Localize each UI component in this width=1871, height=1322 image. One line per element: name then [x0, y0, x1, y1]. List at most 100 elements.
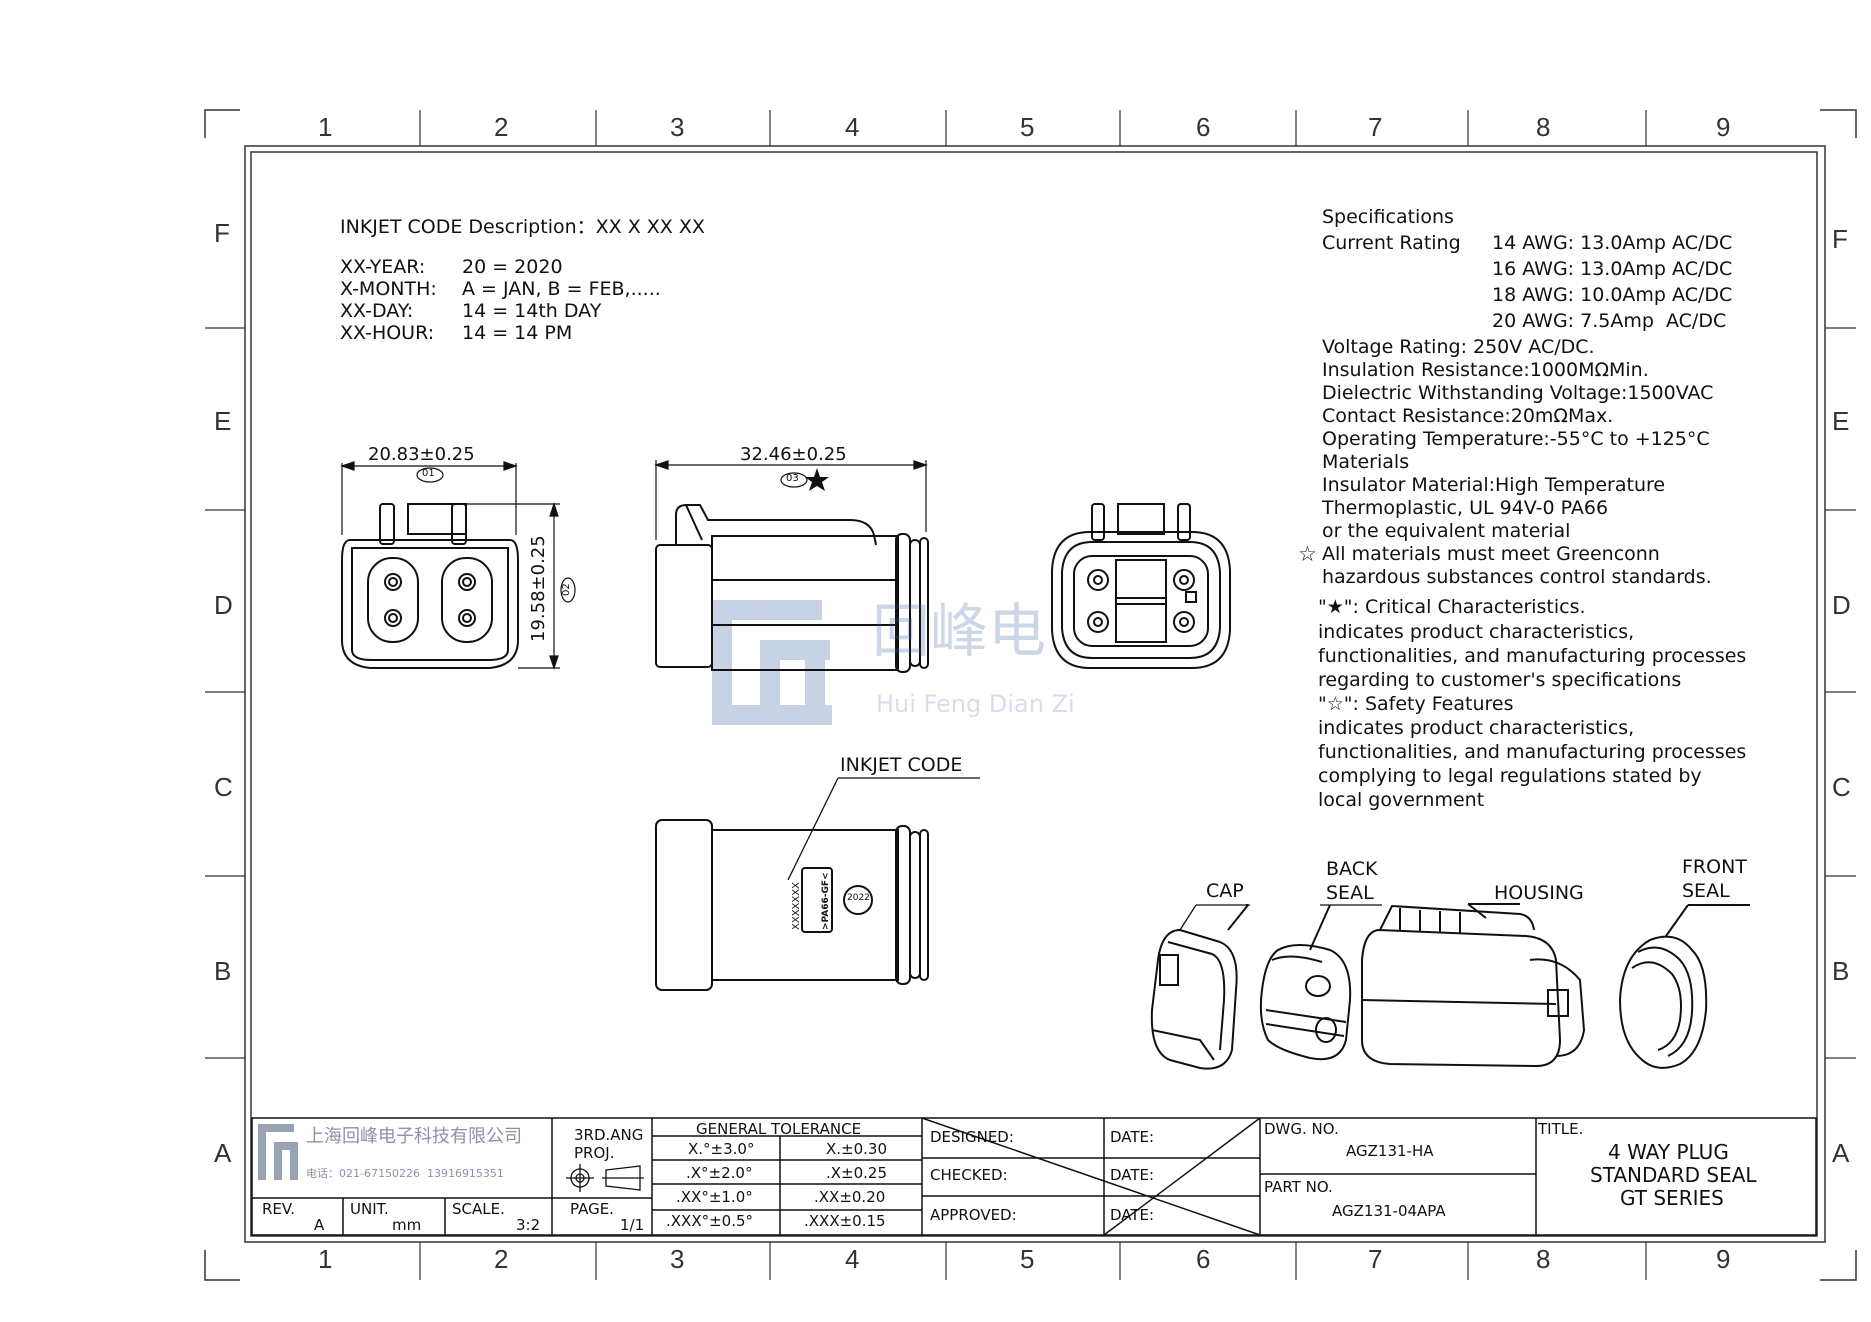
tolerance-linear: .XX±0.20 [814, 1188, 886, 1206]
safety-desc-line: functionalities, and manufacturing proce… [1318, 741, 1747, 763]
zone-col-8-bottom: 8 [1536, 1244, 1551, 1274]
zone-col-3: 3 [670, 112, 685, 142]
safety-line: All materials must meet Greenconn [1322, 543, 1660, 565]
checked-label: CHECKED: [930, 1166, 1008, 1184]
zone-col-3-bottom: 3 [670, 1244, 685, 1274]
critical-line: functionalities, and manufacturing proce… [1318, 645, 1747, 667]
zone-col-4-bottom: 4 [845, 1244, 860, 1274]
current-rating-label: Current Rating [1322, 232, 1461, 254]
zone-col-5-bottom: 5 [1020, 1244, 1035, 1274]
inkjet-day-val: 14 = 14th DAY [462, 300, 602, 322]
spec-line: Operating Temperature:-55°C to +125°C [1322, 428, 1710, 450]
side-length-tag: 03 [786, 473, 799, 484]
critical-line: indicates product characteristics, [1318, 621, 1635, 643]
approved-date-label: DATE: [1110, 1206, 1155, 1224]
spec-line: Materials [1322, 451, 1410, 473]
inkjet-code-marking: XXXXXXX [791, 882, 802, 930]
front-height-tag: 02 [561, 583, 572, 596]
back-seal-label-2: SEAL [1326, 882, 1374, 904]
zone-row-b: B [214, 956, 232, 986]
housing-label: HOUSING [1494, 882, 1584, 904]
zone-row-d: D [214, 590, 233, 620]
zone-col-1-bottom: 1 [318, 1244, 333, 1274]
spec-line: Contact Resistance:20mΩMax. [1322, 405, 1614, 427]
designed-label: DESIGNED: [930, 1128, 1014, 1146]
inkjet-month-val: A = JAN, B = FEB,..... [462, 278, 661, 300]
spec-line: Voltage Rating: 250V AC/DC. [1322, 336, 1595, 358]
current-rating-14: 14 AWG: 13.0Amp AC/DC [1492, 232, 1733, 254]
spec-line: Insulation Resistance:1000MΩMin. [1322, 359, 1649, 381]
zone-row-a: A [214, 1138, 232, 1168]
projection-label-2: PROJ. [574, 1144, 615, 1162]
front-width-tag: 01 [422, 468, 435, 479]
tolerance-linear: .X±0.25 [826, 1164, 888, 1182]
inkjet-hour-val: 14 = 14 PM [462, 322, 573, 344]
unit-label: UNIT. [350, 1200, 389, 1218]
side-view [655, 504, 929, 673]
zone-row-f-right: F [1832, 224, 1848, 254]
zone-col-8: 8 [1536, 112, 1551, 142]
critical-line: regarding to customer's specifications [1318, 669, 1682, 691]
front-width-dimension: 20.83±0.25 [368, 444, 475, 465]
drawing-number: AGZ131-HA [1346, 1142, 1434, 1160]
spec-line: Dielectric Withstanding Voltage:1500VAC [1322, 382, 1714, 404]
inkjet-hour-key: XX-HOUR: [340, 322, 435, 344]
spec-line: or the equivalent material [1322, 520, 1571, 542]
designed-date-label: DATE: [1110, 1128, 1155, 1146]
part-number-label: PART NO. [1264, 1178, 1333, 1196]
scale-label: SCALE. [452, 1200, 505, 1218]
safety-heading: "☆": Safety Features [1318, 693, 1514, 715]
title-label: TITLE. [1538, 1120, 1584, 1138]
tolerance-title: GENERAL TOLERANCE [696, 1120, 862, 1138]
title-line-2: STANDARD SEAL [1590, 1163, 1757, 1187]
spec-title: Specifications [1322, 206, 1454, 228]
approved-label: APPROVED: [930, 1206, 1017, 1224]
title-block-grid [251, 1117, 1817, 1236]
drawing-number-label: DWG. NO. [1264, 1120, 1339, 1138]
zone-row-c: C [214, 772, 233, 802]
company-logo [258, 1124, 298, 1180]
zone-row-e: E [214, 406, 232, 436]
checked-date-label: DATE: [1110, 1166, 1155, 1184]
inkjet-code-callout: INKJET CODE [840, 754, 963, 776]
bottom-view [655, 819, 929, 991]
company-phone: 电话：021-67150226 13916915351 [306, 1167, 504, 1180]
tolerance-angle: .XXX°±0.5° [666, 1212, 754, 1230]
zone-row-c-right: C [1832, 772, 1851, 802]
safety-desc-line: complying to legal regulations stated by [1318, 765, 1702, 787]
zone-col-4: 4 [845, 112, 860, 142]
material-marking: >PA66-GF< [821, 872, 831, 930]
watermark-logo [712, 600, 832, 725]
back-seal-part [1259, 904, 1352, 1061]
zone-col-6-bottom: 6 [1196, 1244, 1211, 1274]
spec-line: Insulator Material:High Temperature [1322, 474, 1666, 496]
current-rating-20: 20 AWG: 7.5Amp AC/DC [1492, 310, 1727, 332]
part-number: AGZ131-04APA [1332, 1202, 1446, 1220]
side-length-dimension: 32.46±0.25 [740, 444, 847, 465]
zone-row-f: F [214, 218, 230, 248]
tolerance-angle: .XX°±1.0° [676, 1188, 753, 1206]
zone-col-9-bottom: 9 [1716, 1244, 1731, 1274]
rev-label: REV. [262, 1200, 295, 1218]
current-rating-18: 18 AWG: 10.0Amp AC/DC [1492, 284, 1733, 306]
back-seal-label-1: BACK [1326, 858, 1378, 880]
watermark-cn-text: 回峰电 [872, 597, 1047, 665]
mating-face-view [1051, 503, 1231, 669]
safety-line: hazardous substances control standards. [1322, 566, 1712, 588]
inkjet-year-key: XX-YEAR: [340, 256, 426, 278]
page-label: PAGE. [570, 1200, 614, 1218]
front-seal-label-2: SEAL [1682, 880, 1730, 902]
housing-part [1361, 903, 1586, 1068]
zone-col-6: 6 [1196, 112, 1211, 142]
zone-row-e-right: E [1832, 406, 1850, 436]
projection-symbol-icon [566, 1164, 644, 1192]
page-value: 1/1 [620, 1216, 645, 1234]
cap-label: CAP [1206, 880, 1244, 902]
inkjet-month-key: X-MONTH: [340, 278, 437, 300]
tolerance-angle: .X°±2.0° [686, 1164, 753, 1182]
date-clock-marking: 2022 [847, 893, 870, 903]
zone-col-7-bottom: 7 [1368, 1244, 1383, 1274]
scale-value: 3:2 [516, 1216, 541, 1234]
zone-col-2: 2 [494, 112, 509, 142]
